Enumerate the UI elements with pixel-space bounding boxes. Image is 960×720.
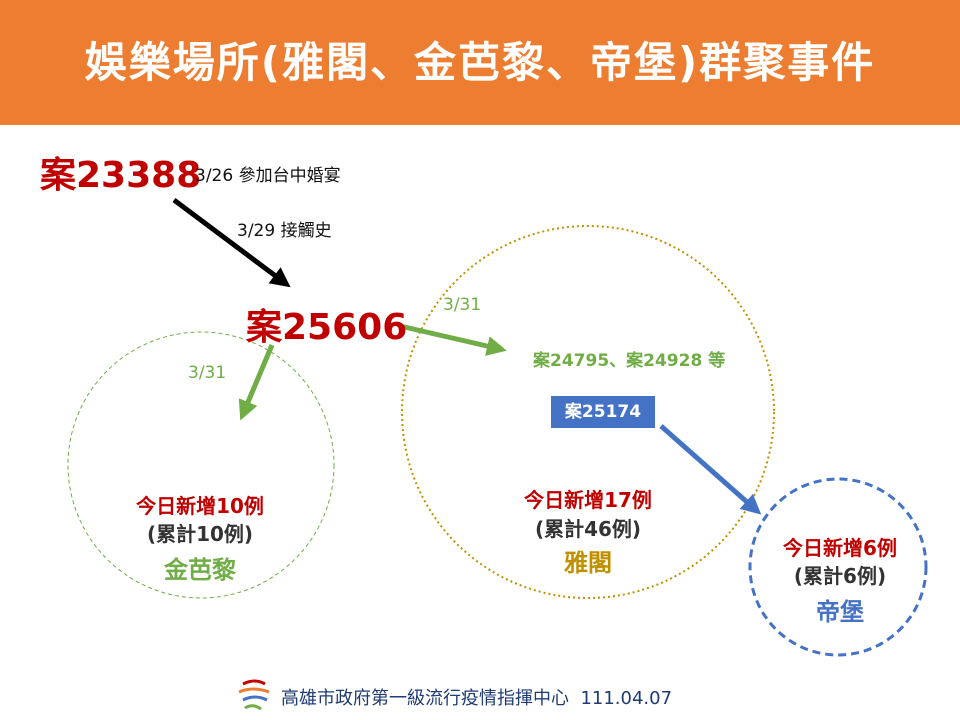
yage-edge-date: 3/31: [443, 295, 482, 315]
yage-related-cases: 案24795、案24928 等: [533, 351, 726, 371]
dibao-new-today: 今日新增6例: [783, 536, 897, 560]
page-title: 娛樂場所(雅閣、金芭黎、帝堡)群聚事件: [84, 38, 876, 87]
footer-date: 111.04.07: [580, 688, 673, 709]
header-banner: 娛樂場所(雅閣、金芭黎、帝堡)群聚事件: [0, 0, 960, 125]
case-25606-label: 案25606: [246, 307, 408, 348]
kaohsiung-logo-icon: [238, 679, 270, 711]
arrow-25606-to-yage: [399, 323, 507, 356]
yage-cluster-circle: [401, 225, 775, 599]
jinbali-cumulative: (累計10例): [146, 522, 254, 546]
footer-text: 高雄市政府第一級流行疫情指揮中心 111.04.07: [281, 684, 672, 710]
yage-cumulative: (累計46例): [534, 517, 642, 541]
jinbali-cluster-circle: [67, 331, 335, 599]
case-23388-label: 案23388: [40, 155, 202, 196]
jinbali-cluster-name: 金芭黎: [164, 556, 236, 584]
case-23388-note: 3/26 參加台中婚宴: [195, 166, 341, 186]
arrow-25174-to-dibao: [659, 424, 762, 515]
footer-org: 高雄市政府第一級流行疫情指揮中心: [281, 688, 569, 709]
arrow-23388-to-25606: [172, 197, 291, 288]
case-25174-badge: 案25174: [551, 396, 655, 428]
contact-history-note: 3/29 接觸史: [237, 221, 332, 241]
arrow-25606-to-jinbali: [238, 344, 275, 421]
yage-cluster-name: 雅閣: [564, 549, 612, 577]
yage-new-today: 今日新增17例: [524, 488, 652, 512]
dibao-cumulative: (累計6例): [793, 564, 887, 588]
jinbali-new-today: 今日新增10例: [136, 494, 264, 518]
dibao-cluster-name: 帝堡: [816, 598, 864, 626]
dibao-cluster-circle: [748, 477, 928, 657]
jinbali-edge-date: 3/31: [188, 363, 227, 383]
